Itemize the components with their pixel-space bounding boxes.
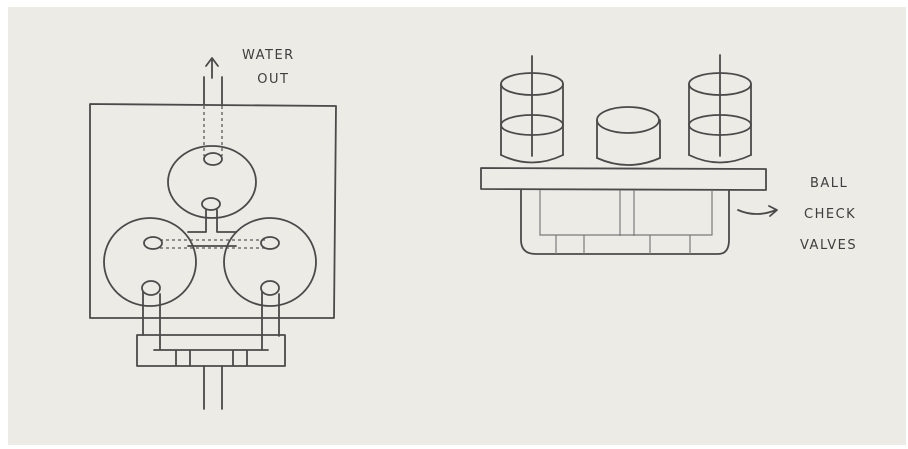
valve-manifold-inner <box>540 190 712 254</box>
ball-check-line-2: CHECK <box>804 199 857 230</box>
ball-check-line-3: VALVES <box>800 230 857 261</box>
middle-cylinder <box>597 120 660 158</box>
middle-cylinder-top <box>597 107 659 133</box>
middle-cylinder-base <box>597 158 660 165</box>
valve-pointer-arrow <box>738 206 777 216</box>
valve-manifold <box>521 190 729 254</box>
top-chamber-port-upper <box>204 153 222 165</box>
inlet-pipe <box>204 366 222 409</box>
right-downpipe <box>262 292 279 336</box>
left-chamber-port-upper <box>144 237 162 249</box>
top-chamber-port-lower <box>202 198 220 210</box>
right-chamber-port-upper <box>261 237 279 249</box>
right-chamber-port-lower <box>261 281 279 295</box>
left-downpipe <box>143 292 160 336</box>
side-view-sketch <box>481 55 777 254</box>
ball-check-line-1: BALL <box>810 168 857 199</box>
outlet-pipe <box>204 77 222 104</box>
water-out-line-2: OUT <box>252 68 295 92</box>
left-chamber <box>104 218 196 306</box>
water-out-label: WATER OUT <box>242 44 295 92</box>
ball-check-valves-label: BALL CHECK VALVES <box>800 168 857 261</box>
outlet-pipe-hidden <box>204 106 222 156</box>
top-view-sketch <box>90 58 336 409</box>
bottom-manifold <box>137 335 285 366</box>
top-view-frame <box>90 104 336 318</box>
base-shelf <box>481 168 766 190</box>
right-chamber <box>224 218 316 306</box>
left-chamber-port-lower <box>142 281 160 295</box>
top-chamber <box>168 146 256 218</box>
water-out-line-1: WATER <box>242 44 295 68</box>
outlet-arrow <box>206 58 218 78</box>
